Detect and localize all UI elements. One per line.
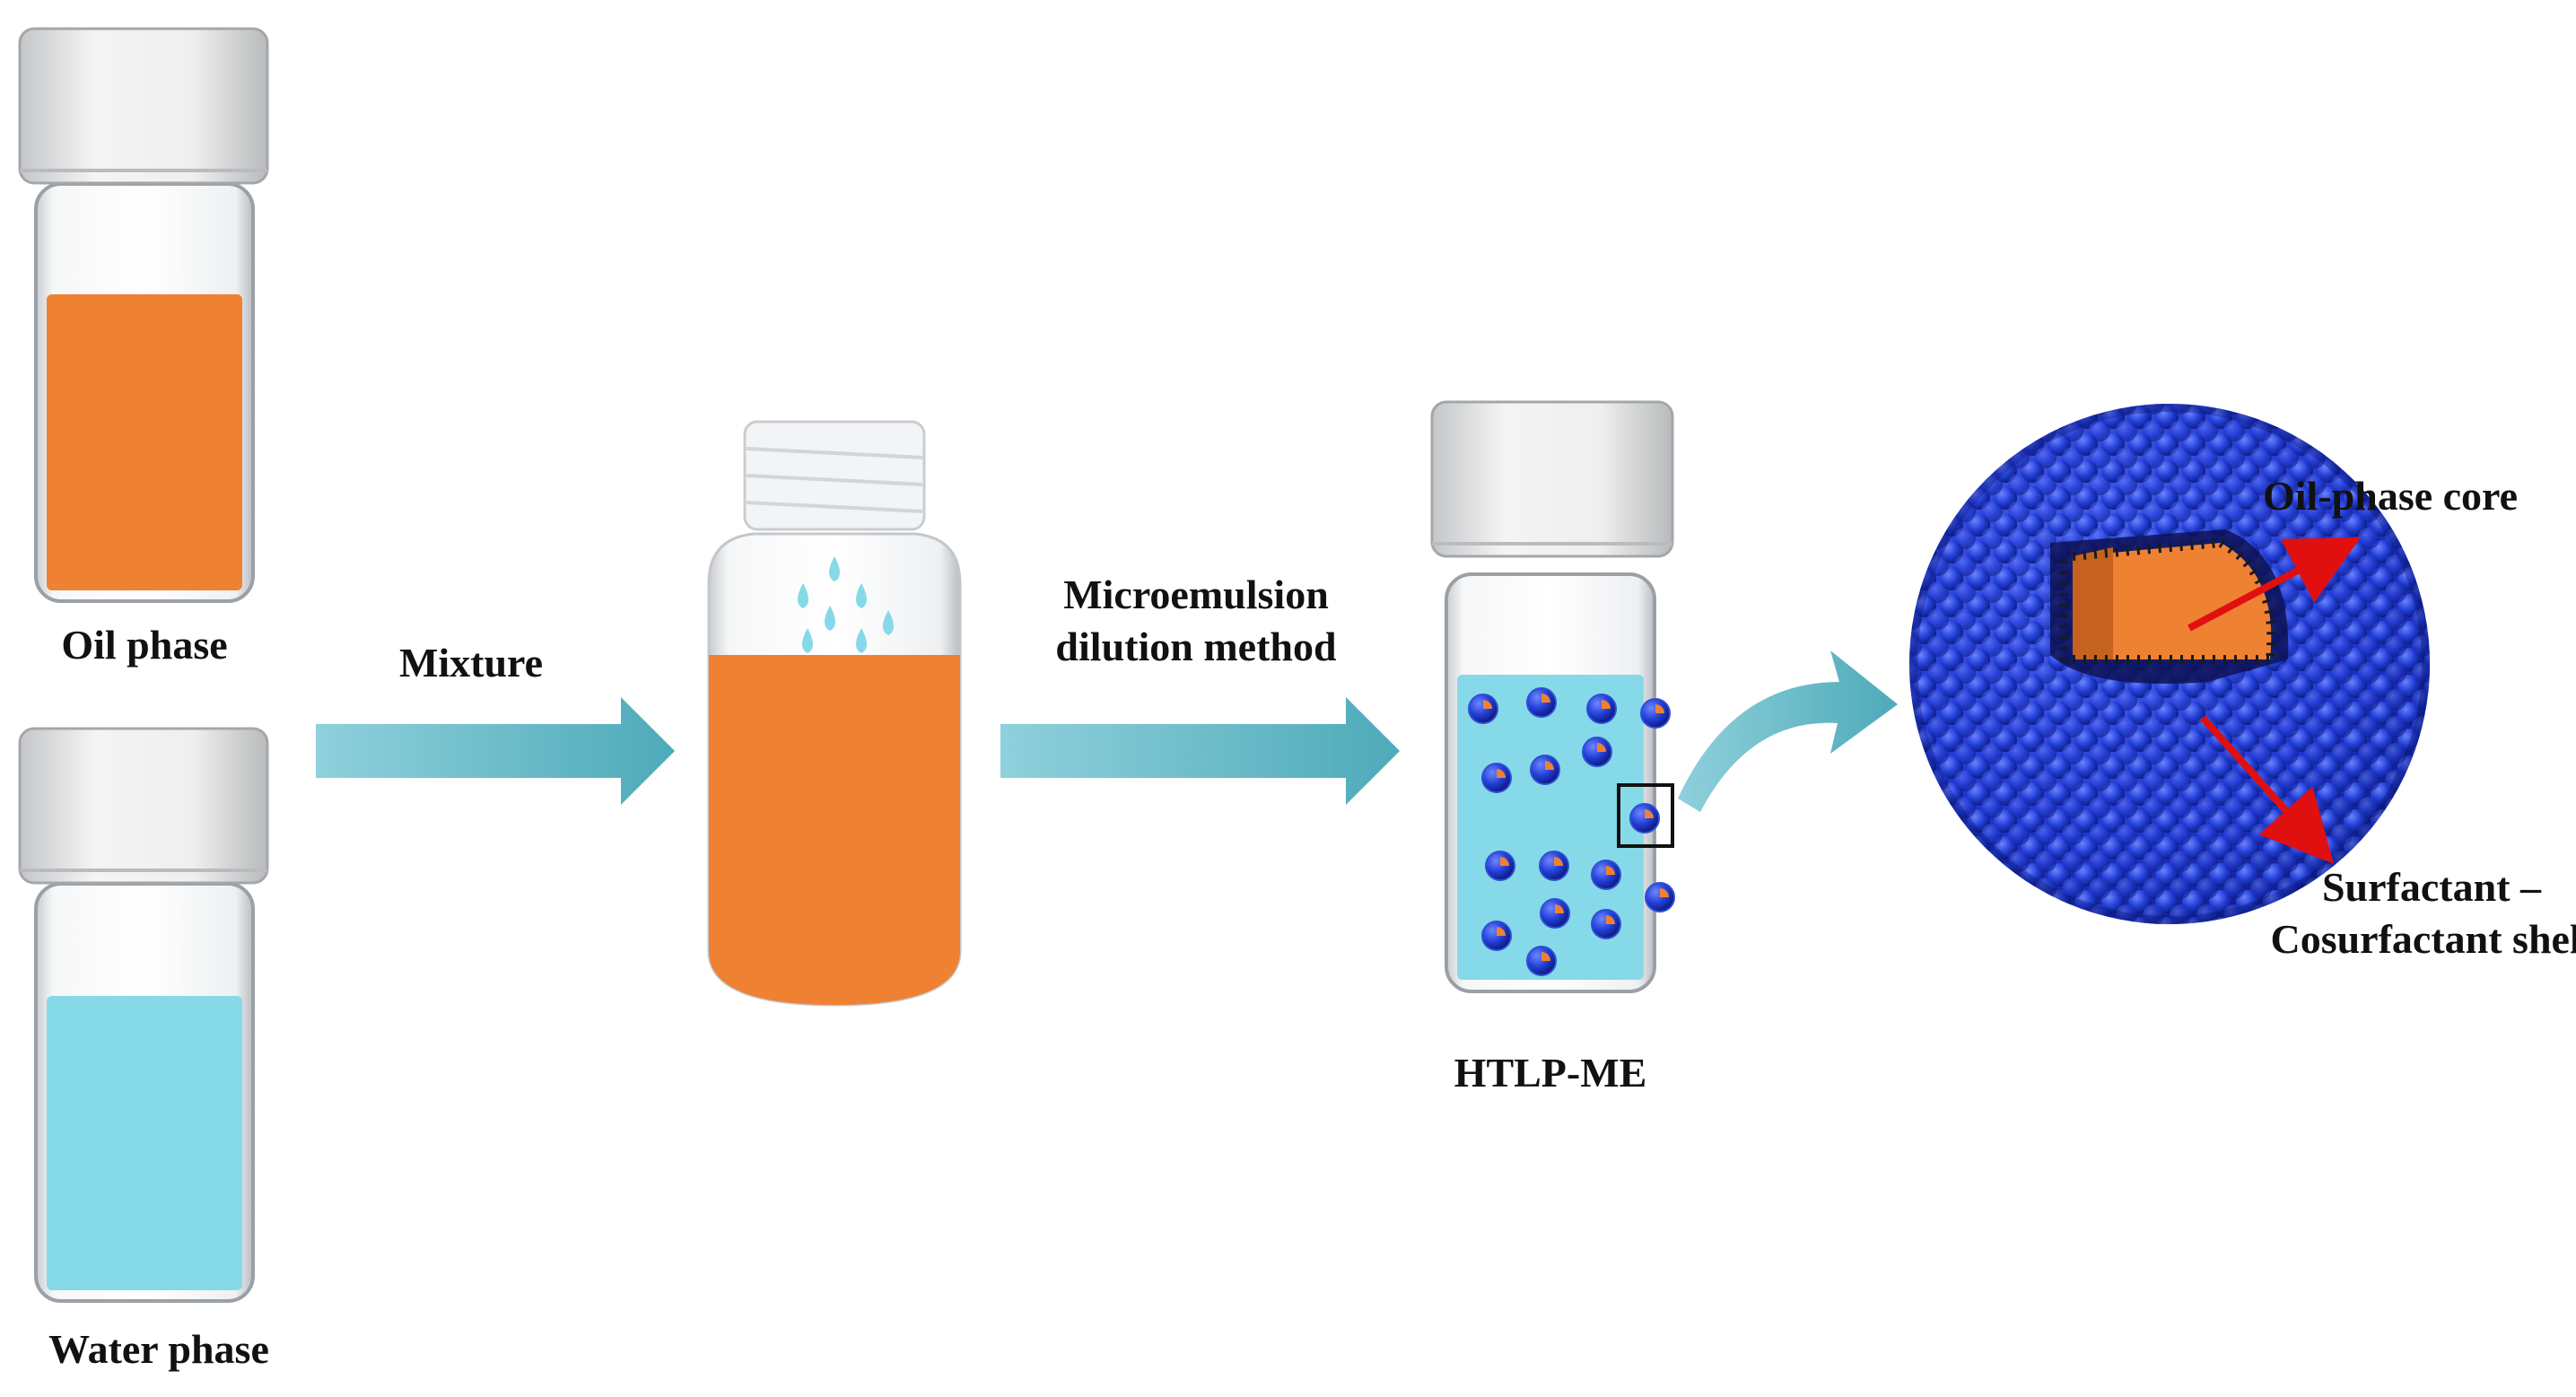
water-phase-vial: [18, 727, 269, 1303]
droplet: [1539, 851, 1569, 881]
droplet: [1591, 909, 1621, 939]
oil-phase-label: Oil phase: [61, 622, 228, 668]
microemulsion-droplets: [1468, 687, 1675, 976]
droplet: [1645, 882, 1675, 912]
shell-label: Surfactant – Cosurfactant shell: [2270, 861, 2576, 965]
mixture-label: Mixture: [398, 640, 544, 685]
water-droplets: [798, 556, 894, 653]
droplet: [1591, 860, 1621, 890]
zoom-arrow: [1678, 650, 1898, 812]
droplet: [1481, 763, 1512, 793]
product-label: HTLP-ME: [1454, 1050, 1647, 1096]
core-pointer: [2187, 537, 2362, 632]
droplet: [1526, 946, 1557, 976]
droplet: [1485, 851, 1515, 881]
mixture-arrow: [316, 697, 675, 805]
method-label: Microemulsion dilution method: [1055, 569, 1336, 672]
shell-pointer: [2200, 715, 2335, 864]
droplet: [1586, 694, 1617, 724]
droplet: [1530, 755, 1560, 785]
shell-label-line1: Surfactant –: [2321, 864, 2542, 910]
oil-phase-vial: [18, 27, 269, 603]
droplet: [1640, 698, 1671, 729]
droplet: [1629, 803, 1660, 834]
core-label: Oil-phase core: [2263, 473, 2519, 519]
droplet: [1582, 737, 1612, 767]
dilution-arrow: [1000, 697, 1400, 805]
method-label-line1: Microemulsion: [1063, 572, 1329, 617]
water-phase-label: Water phase: [48, 1326, 269, 1372]
method-label-line2: dilution method: [1055, 623, 1337, 669]
mixing-bottle: [707, 420, 962, 1007]
droplet: [1526, 687, 1557, 718]
droplet: [1468, 694, 1498, 724]
droplet: [1540, 898, 1570, 929]
shell-label-line2: Cosurfactant shell: [2270, 915, 2576, 962]
zoom-box: [1617, 783, 1674, 848]
droplet: [1481, 921, 1512, 951]
